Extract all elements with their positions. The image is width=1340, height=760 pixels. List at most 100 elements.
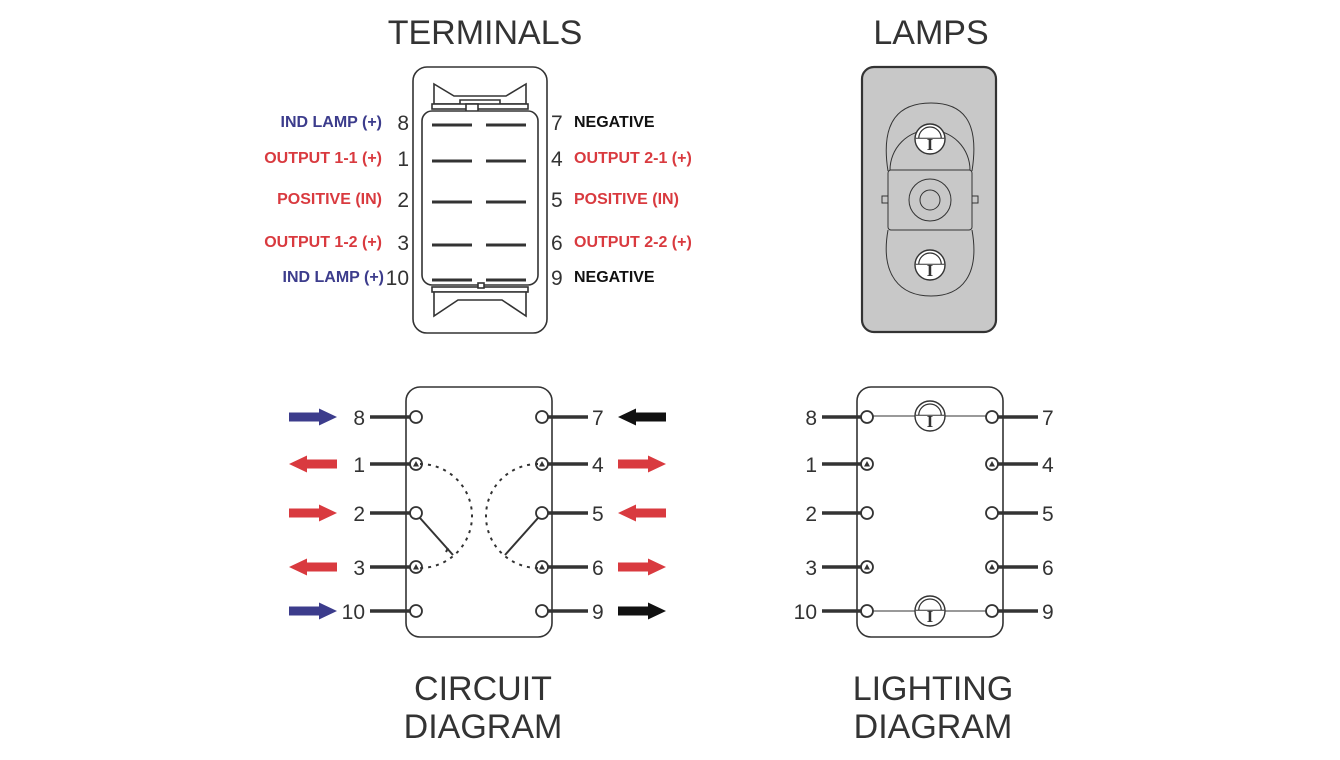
contact-terminal xyxy=(860,604,874,618)
lighting-pin-number: 4 xyxy=(1042,454,1054,477)
lighting-pin-number: 5 xyxy=(1042,503,1054,526)
contact-terminal xyxy=(985,506,999,520)
lighting-pin-number: 1 xyxy=(805,454,817,477)
terminals-switch-body xyxy=(412,66,548,334)
lamp-circle xyxy=(914,595,946,627)
lamp-icon: I xyxy=(914,595,946,627)
arrow-left-icon xyxy=(289,455,337,473)
terminal-pin-number: 10 xyxy=(386,267,409,290)
lamp-icon: I xyxy=(914,249,946,281)
lighting-pin-number: 3 xyxy=(805,557,817,580)
circuit-pins: 8 7 1 4 2 5 3 6 10 9 xyxy=(289,407,666,624)
lighting-pins: 8 7 1 4 2 5 3 6 10 9 I I xyxy=(794,400,1054,627)
lighting-title-line1: LIGHTING xyxy=(853,670,1014,708)
terminal-pin-number: 4 xyxy=(551,148,563,171)
lamp-circle xyxy=(914,249,946,281)
circuit-pin-number: 4 xyxy=(592,454,604,477)
terminal-pin-number: 5 xyxy=(551,189,563,212)
lamp-icons: II xyxy=(914,123,946,281)
contact-triangle xyxy=(539,564,545,570)
terminal-pin-number: 8 xyxy=(397,112,409,135)
terminal-label: OUTPUT 2-1 (+) xyxy=(574,150,692,167)
terminal-label: POSITIVE (IN) xyxy=(277,191,382,208)
terminal-label: OUTPUT 1-1 (+) xyxy=(264,150,382,167)
contact-terminal xyxy=(985,604,999,618)
circuit-title-line1: CIRCUIT xyxy=(414,670,552,708)
arrow-right-icon xyxy=(289,602,337,620)
contact-triangle xyxy=(864,461,870,467)
circuit-pin-number: 7 xyxy=(592,407,604,430)
terminal-pin-number: 1 xyxy=(397,148,409,171)
arrow-right-icon xyxy=(289,504,337,522)
arrow-left-icon xyxy=(618,408,666,426)
contact-terminal xyxy=(985,410,999,424)
circuit-pin-number: 10 xyxy=(342,601,365,624)
terminal-label: IND LAMP (+) xyxy=(283,269,384,286)
lamp-glyph: I xyxy=(927,412,933,431)
terminal-bars xyxy=(432,123,526,282)
contact-terminal xyxy=(860,506,874,520)
lighting-pin-number: 8 xyxy=(805,407,817,430)
contact-terminal xyxy=(535,506,549,520)
lamp-filament-arc xyxy=(918,126,942,139)
circuit-pin-number: 8 xyxy=(353,407,365,430)
contact-terminal xyxy=(409,410,423,424)
contact-terminal xyxy=(409,506,423,520)
lighting-pin-number: 6 xyxy=(1042,557,1054,580)
terminal-label: OUTPUT 2-2 (+) xyxy=(574,234,692,251)
arrow-right-icon xyxy=(618,455,666,473)
terminal-pin-number: 7 xyxy=(551,112,563,135)
arrow-right-icon xyxy=(618,558,666,576)
contact-triangle xyxy=(989,461,995,467)
contact-terminal xyxy=(535,604,549,618)
terminal-label: OUTPUT 1-2 (+) xyxy=(264,234,382,251)
circuit-pin-number: 9 xyxy=(592,601,604,624)
lighting-pin-number: 2 xyxy=(805,503,817,526)
circuit-title-line2: DIAGRAM xyxy=(404,708,563,746)
contact-triangle xyxy=(413,461,419,467)
circuit-pin-number: 2 xyxy=(353,503,365,526)
lamp-filament-arc xyxy=(918,252,942,265)
circuit-pin-number: 5 xyxy=(592,503,604,526)
contact-triangle xyxy=(413,564,419,570)
lamp-filament-arc xyxy=(918,403,942,416)
lamps-title: LAMPS xyxy=(873,14,988,52)
lamps-housing xyxy=(860,65,998,334)
terminal-pin-number: 9 xyxy=(551,267,563,290)
circuit-body xyxy=(405,386,553,638)
lamp-circle xyxy=(914,400,946,432)
circuit-switch-arms xyxy=(419,463,539,569)
terminal-label: POSITIVE (IN) xyxy=(574,191,679,208)
circuit-pin-number: 1 xyxy=(353,454,365,477)
terminal-label: NEGATIVE xyxy=(574,114,655,131)
lighting-pin-number: 10 xyxy=(794,601,817,624)
arrow-right-icon xyxy=(289,408,337,426)
circuit-pin-number: 3 xyxy=(353,557,365,580)
lighting-pin-number: 9 xyxy=(1042,601,1054,624)
terminal-label: IND LAMP (+) xyxy=(281,114,382,131)
contact-triangle xyxy=(864,564,870,570)
lamp-glyph: I xyxy=(927,261,933,280)
lamp-icon: I xyxy=(914,123,946,155)
contact-terminal xyxy=(409,604,423,618)
circuit-pin-number: 6 xyxy=(592,557,604,580)
arrow-left-icon xyxy=(618,504,666,522)
lamp-icon: I xyxy=(914,400,946,432)
lamp-filament-arc xyxy=(918,598,942,611)
arrow-left-icon xyxy=(289,558,337,576)
terminal-pin-number: 2 xyxy=(397,189,409,212)
lighting-title-line2: DIAGRAM xyxy=(854,708,1013,746)
terminal-pin-number: 3 xyxy=(397,232,409,255)
lamp-glyph: I xyxy=(927,135,933,154)
lighting-pin-number: 7 xyxy=(1042,407,1054,430)
terminal-label: NEGATIVE xyxy=(574,269,655,286)
contact-terminal xyxy=(535,410,549,424)
lamp-circle xyxy=(914,123,946,155)
contact-triangle xyxy=(989,564,995,570)
contact-terminal xyxy=(860,410,874,424)
terminals-title: TERMINALS xyxy=(388,14,583,52)
arrow-right-icon xyxy=(618,602,666,620)
lamp-glyph: I xyxy=(927,607,933,626)
